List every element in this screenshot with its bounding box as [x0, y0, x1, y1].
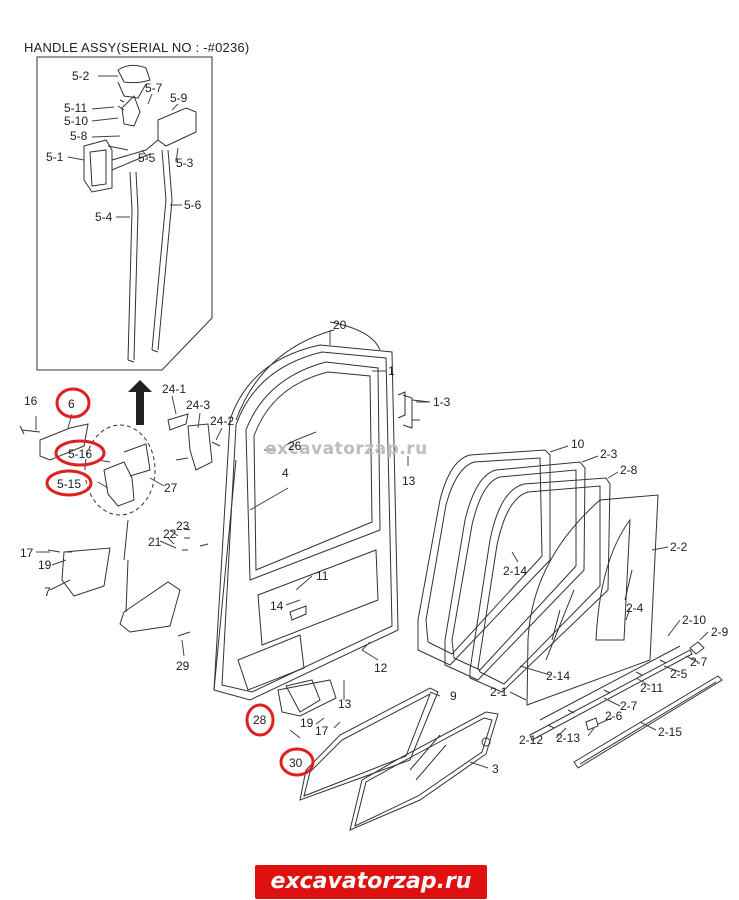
label-2-14a: 2-14	[503, 564, 527, 578]
label-2-7b: 2-7	[620, 699, 638, 713]
label-22: 22	[163, 527, 177, 541]
label-2-12: 2-12	[519, 733, 543, 747]
highlight-5-16	[54, 439, 106, 467]
label-2-4: 2-4	[626, 601, 644, 615]
label-1: 1	[388, 364, 395, 378]
label-2-5: 2-5	[670, 667, 688, 681]
label-1-3: 1-3	[433, 395, 451, 409]
label-30: 30	[289, 756, 303, 770]
label-14: 14	[270, 599, 284, 613]
label-2-11: 2-11	[640, 681, 663, 695]
label-2-1: 2-1	[490, 685, 508, 699]
label-5-1: 5-1	[46, 150, 64, 164]
door-frame	[213, 321, 431, 701]
highlight-5-15	[45, 469, 93, 497]
label-2-13: 2-13	[556, 731, 580, 745]
label-23: 23	[176, 519, 190, 533]
watermark: excavatorzap.ru	[265, 439, 428, 459]
label-28: 28	[253, 713, 267, 727]
label-2-15: 2-15	[658, 725, 682, 739]
label-29: 29	[176, 659, 190, 673]
highlight-6	[55, 387, 91, 419]
label-2-2: 2-2	[670, 540, 688, 554]
label-12: 12	[374, 661, 388, 675]
highlight-group	[45, 387, 315, 777]
label-5-7: 5-7	[145, 81, 163, 95]
label-21: 21	[148, 535, 162, 549]
label-13a: 13	[402, 474, 416, 488]
diagram-title: HANDLE ASSY(SERIAL NO : -#0236)	[24, 40, 250, 55]
label-2-14b: 2-14	[546, 669, 570, 683]
label-24-2: 24-2	[210, 414, 234, 428]
label-27: 27	[164, 481, 178, 495]
part-labels: 5-2 5-7 5-9 5-11 5-10 5-8 5-1 5-5 5-3 5-…	[20, 69, 729, 776]
label-20: 20	[333, 318, 347, 332]
label-5-4: 5-4	[95, 210, 113, 224]
label-5-6: 5-6	[184, 198, 202, 212]
upward-arrow	[128, 380, 152, 425]
label-10: 10	[571, 437, 585, 451]
label-5-16: 5-16	[68, 447, 92, 461]
label-26: 26	[288, 439, 302, 453]
label-9: 9	[450, 689, 457, 703]
label-5-9: 5-9	[170, 91, 188, 105]
label-19b: 19	[300, 716, 314, 730]
label-5-5: 5-5	[138, 151, 156, 165]
label-6: 6	[68, 397, 75, 411]
label-5-8: 5-8	[70, 129, 88, 143]
label-2-6: 2-6	[605, 709, 623, 723]
label-2-7a: 2-7	[690, 655, 708, 669]
highlight-30	[279, 747, 315, 777]
label-16: 16	[24, 394, 38, 408]
label-5-15: 5-15	[57, 477, 81, 491]
label-2-3: 2-3	[600, 447, 618, 461]
label-3: 3	[492, 762, 499, 776]
label-19a: 19	[38, 558, 52, 572]
glass-panes	[526, 494, 659, 706]
label-7: 7	[44, 585, 51, 599]
label-2-8: 2-8	[620, 463, 638, 477]
label-5-3: 5-3	[176, 156, 194, 170]
handle-assy-box	[36, 56, 213, 371]
label-13b: 13	[338, 697, 352, 711]
left-handle-parts	[19, 413, 221, 637]
label-11: 11	[316, 569, 329, 583]
label-5-10: 5-10	[64, 114, 88, 128]
highlight-28	[245, 703, 275, 737]
label-5-2: 5-2	[72, 69, 90, 83]
glass-frames	[417, 449, 611, 693]
label-5-11: 5-11	[64, 101, 87, 115]
label-2-10: 2-10	[682, 613, 706, 627]
lower-panels	[277, 679, 499, 831]
label-17b: 17	[315, 724, 329, 738]
label-2-9: 2-9	[711, 625, 729, 639]
label-4: 4	[282, 466, 289, 480]
label-24-3: 24-3	[186, 398, 210, 412]
inset-handle-parts	[83, 64, 197, 363]
site-banner[interactable]: excavatorzap.ru	[255, 865, 487, 899]
label-24-1: 24-1	[162, 382, 186, 396]
label-17a: 17	[20, 546, 34, 560]
